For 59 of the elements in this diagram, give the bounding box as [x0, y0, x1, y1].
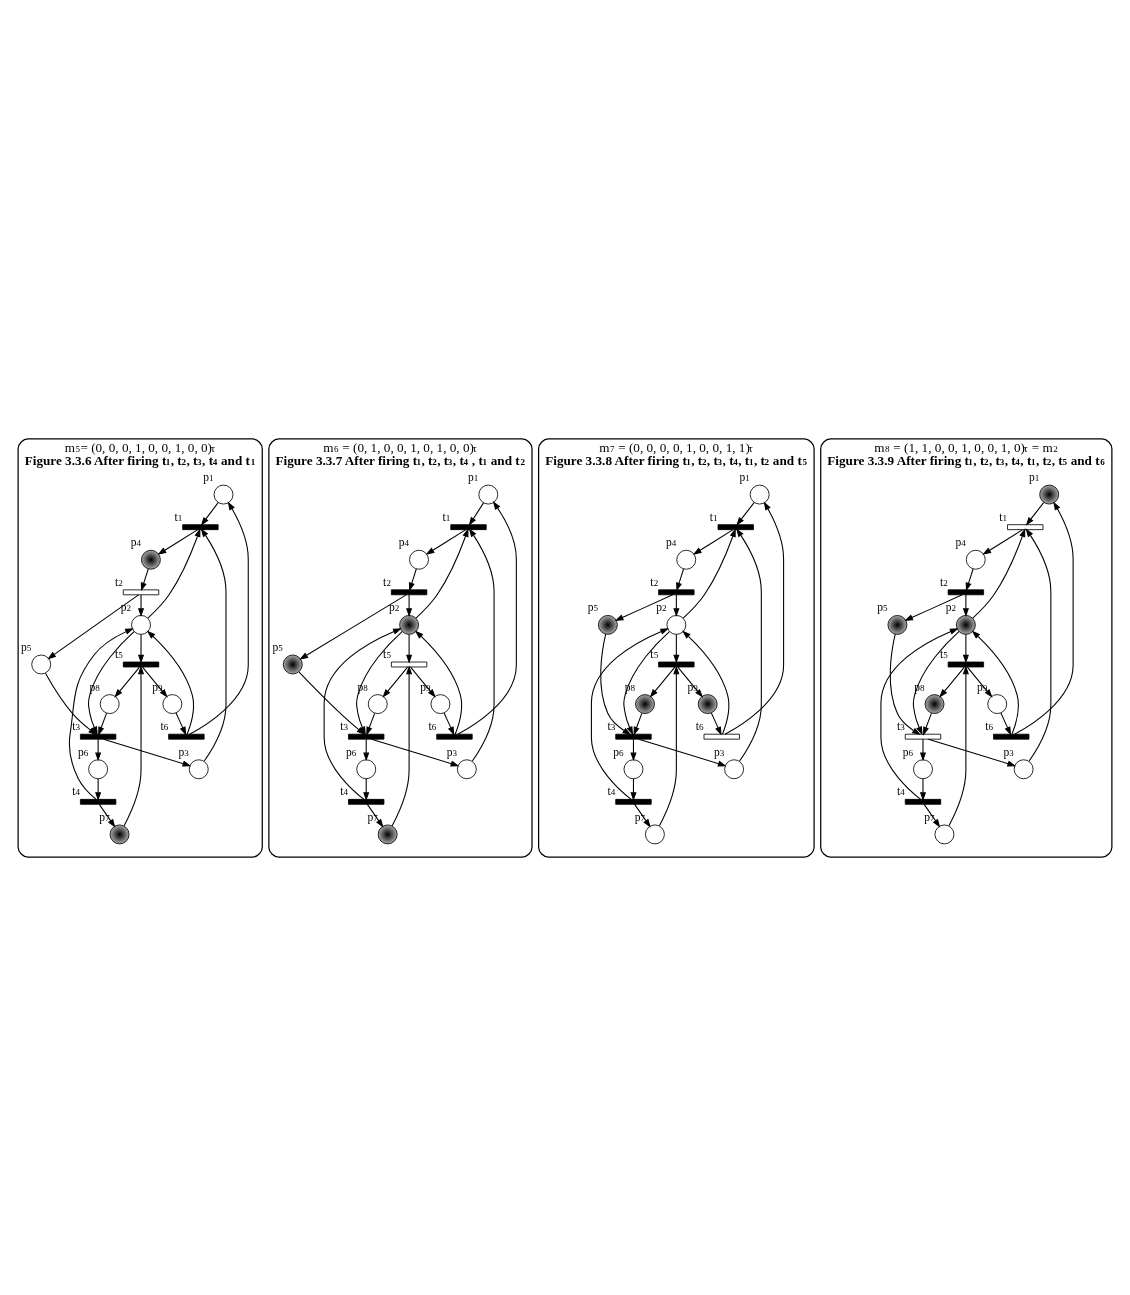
- node-label: p3: [713, 745, 725, 758]
- node-label: p1: [468, 470, 479, 483]
- node-label: p7: [634, 810, 646, 823]
- node-label: p5: [21, 640, 32, 653]
- node-label: p1: [1028, 470, 1040, 483]
- node-label: t1: [999, 510, 1008, 523]
- node-label: t6: [985, 719, 994, 732]
- node-label: t4: [340, 784, 349, 797]
- node-label: p5: [877, 600, 888, 613]
- node-label: p8: [89, 680, 100, 693]
- node-label: p7: [924, 810, 935, 823]
- node-label: p3: [446, 745, 457, 758]
- node-label: t5: [383, 647, 391, 660]
- node-label: p2: [120, 600, 132, 613]
- node-label: t3: [607, 719, 616, 732]
- node-label: p4: [130, 535, 142, 548]
- node-label: p5: [587, 600, 598, 613]
- node-label: p8: [357, 680, 368, 693]
- node-label: p3: [178, 745, 189, 758]
- node-label: t4: [607, 784, 616, 797]
- node-label: p8: [624, 680, 636, 693]
- node-label: t5: [650, 647, 659, 660]
- node-label: p4: [398, 535, 410, 548]
- node-label: p2: [388, 600, 400, 613]
- node-label: p3: [1003, 745, 1014, 758]
- node-label: t1: [709, 510, 718, 523]
- node-label: t3: [897, 719, 905, 732]
- node-label: p9: [977, 680, 988, 693]
- node-label: t4: [897, 784, 905, 797]
- node-label: t2: [115, 575, 123, 588]
- node-label: t5: [115, 647, 123, 660]
- node-label: p2: [656, 600, 667, 613]
- node-label: p1: [739, 470, 750, 483]
- node-label: t2: [939, 575, 948, 588]
- node-label: t6: [428, 719, 437, 732]
- node-label: p6: [613, 745, 624, 758]
- node-label: p2: [945, 600, 956, 613]
- node-label: p7: [367, 810, 378, 823]
- node-label: p9: [687, 680, 698, 693]
- node-label: t1: [174, 510, 183, 523]
- node-label: t2: [650, 575, 659, 588]
- node-label: p4: [666, 535, 677, 548]
- node-label: p6: [77, 745, 89, 758]
- node-label: t6: [160, 719, 169, 732]
- node-label: p4: [955, 535, 966, 548]
- node-label: p6: [902, 745, 914, 758]
- node-label: p9: [420, 680, 431, 693]
- node-label: p5: [272, 640, 283, 653]
- node-label: p9: [152, 680, 163, 693]
- node-label: t6: [695, 719, 704, 732]
- node-label: t1: [442, 510, 451, 523]
- node-label: t3: [340, 719, 349, 732]
- node-label: t3: [72, 719, 80, 732]
- node-label: p1: [203, 470, 214, 483]
- node-label: t4: [72, 784, 80, 797]
- node-label: p7: [99, 810, 110, 823]
- node-label: t2: [383, 575, 391, 588]
- node-label: t5: [939, 647, 948, 660]
- node-label: p6: [346, 745, 357, 758]
